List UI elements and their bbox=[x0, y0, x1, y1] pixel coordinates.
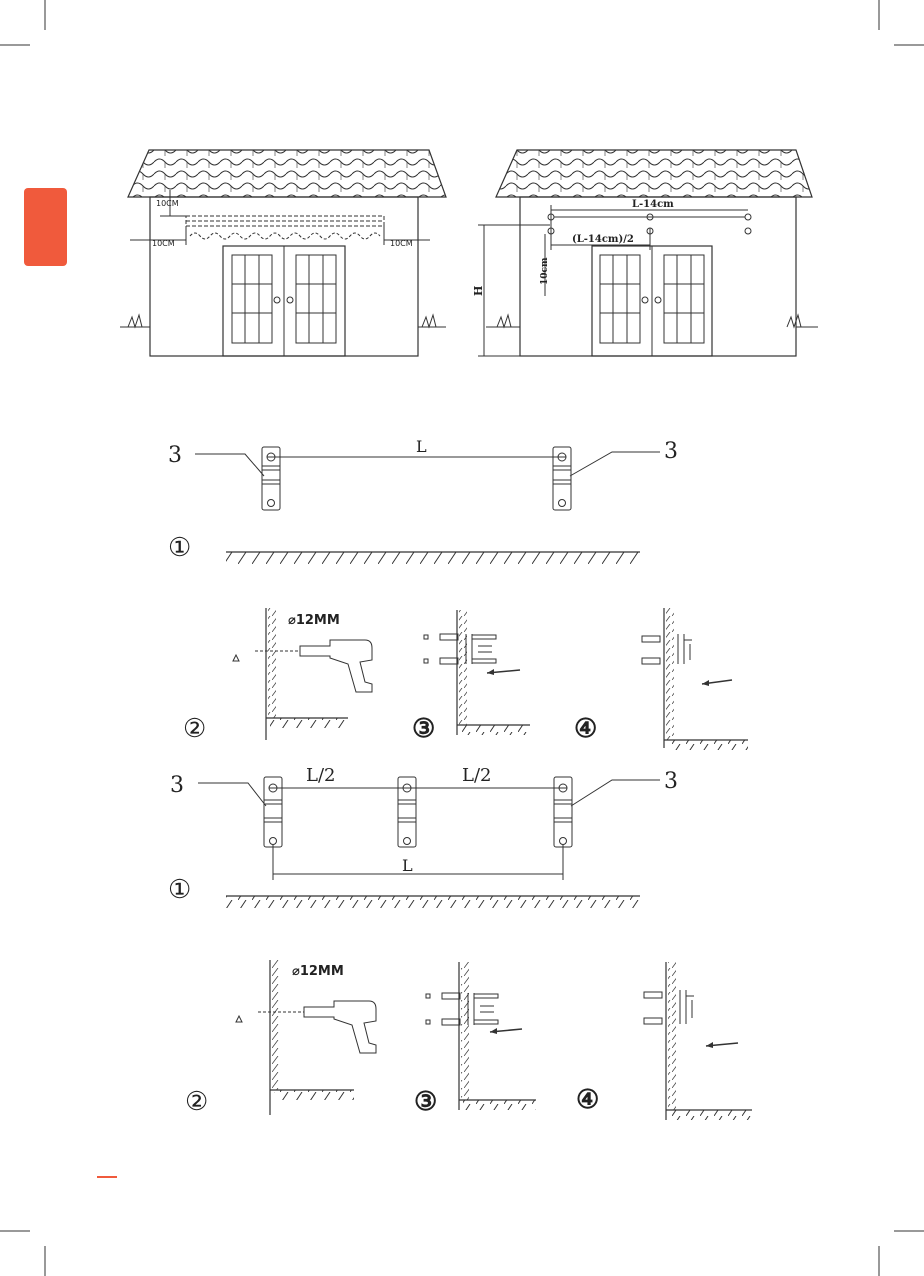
step-2-marker-b: ② bbox=[185, 1087, 208, 1117]
step-4-marker-b: ④ bbox=[576, 1085, 599, 1115]
drill-size-label-b: ⌀12MM bbox=[292, 964, 344, 979]
step-3-marker-b: ③ bbox=[414, 1087, 437, 1117]
